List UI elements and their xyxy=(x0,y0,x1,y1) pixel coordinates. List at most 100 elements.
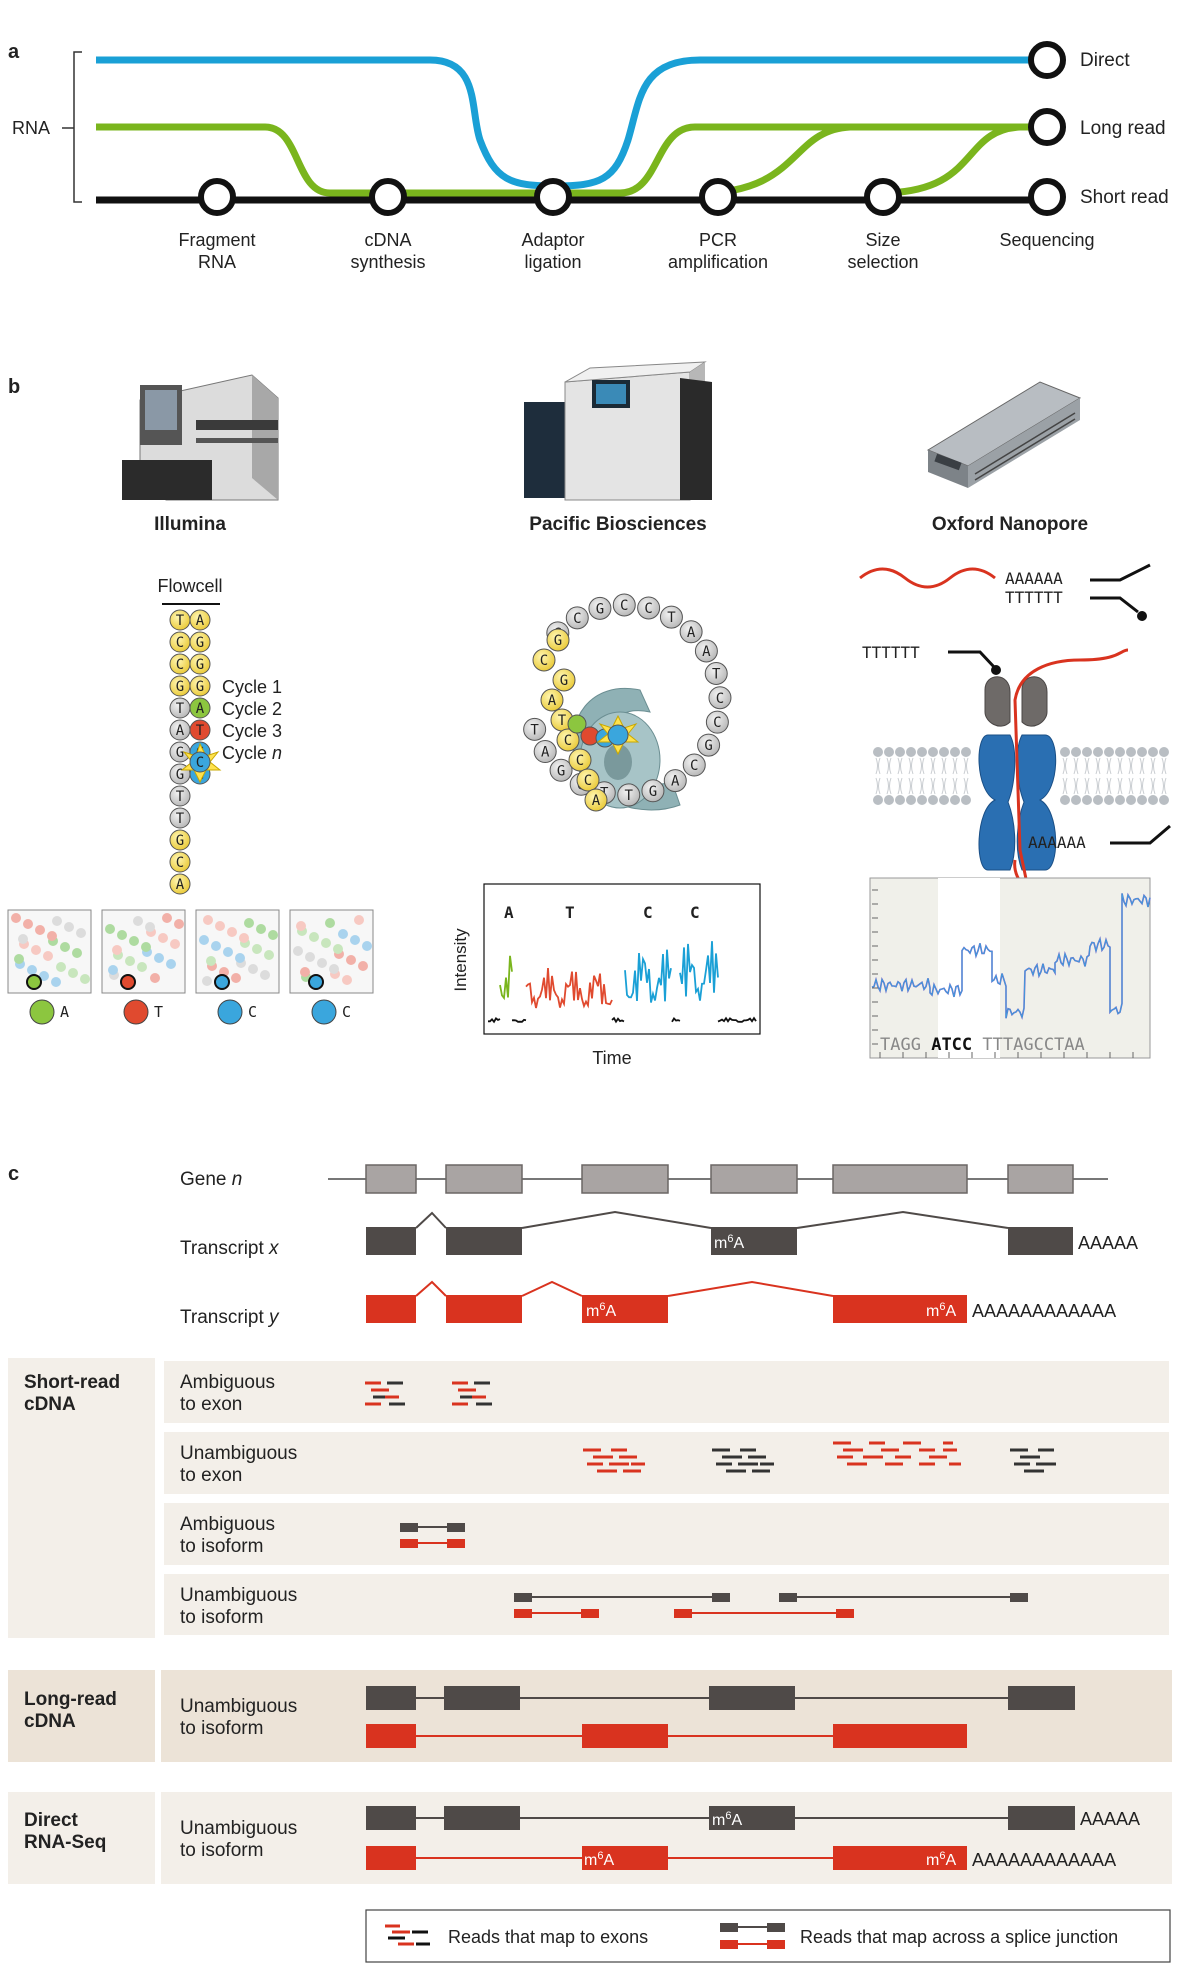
cluster-dot xyxy=(112,945,122,955)
pacbio-letter-t: T xyxy=(565,903,575,922)
lipid-tail xyxy=(941,757,947,795)
ring-inner-base-label: C xyxy=(540,653,548,669)
lipid-tail xyxy=(875,757,881,795)
ring-base-label: A xyxy=(671,774,680,790)
node-long-read xyxy=(1028,108,1066,146)
gene-label: Gene n xyxy=(180,1169,242,1190)
pacbio-ring: GCGCCTAATCCGCAGTTGGATGCGATCCCA xyxy=(523,593,732,812)
strand-base-right xyxy=(189,697,211,719)
lipid-head xyxy=(1071,795,1081,805)
row-direct-unamb-2: to isoform xyxy=(180,1840,263,1861)
lipid-tail xyxy=(1150,757,1156,795)
node-cdna xyxy=(369,178,407,216)
ring-base xyxy=(565,606,589,630)
lipid-tail xyxy=(1128,757,1134,795)
cluster-dot xyxy=(293,946,303,956)
step-5-line-2: selection xyxy=(847,252,918,272)
ring-inner-base xyxy=(568,748,592,772)
direct-x-m6a: m6A xyxy=(712,1810,742,1829)
cluster-dot xyxy=(47,931,57,941)
illumina-machine-icon xyxy=(122,374,279,501)
short-read-l1: Short-read xyxy=(24,1372,120,1393)
tx-y-exon-4 xyxy=(833,1295,967,1323)
strand-base-left xyxy=(169,873,191,895)
cluster-dot xyxy=(145,922,155,932)
lipid-head xyxy=(1093,747,1103,757)
long-read-track xyxy=(96,123,1045,197)
lipid-head xyxy=(1159,795,1169,805)
highlight-cluster xyxy=(214,974,230,990)
lipid-head xyxy=(1159,747,1169,757)
output-short-read: Short read xyxy=(1080,187,1169,208)
pore-adaptor-dot xyxy=(991,665,1001,675)
cluster-dot xyxy=(199,935,209,945)
strand-base-left xyxy=(169,829,191,851)
short-read-rows-bg xyxy=(158,1355,1175,1641)
ring-base-label: T xyxy=(530,722,539,738)
highlight-cluster xyxy=(120,974,136,990)
node-direct xyxy=(1028,41,1066,79)
step-5-line-1: Size xyxy=(865,230,900,250)
intensity-segment xyxy=(525,967,613,1009)
pacbio-current-base xyxy=(607,724,629,746)
current-trace-overlay xyxy=(871,893,1151,1019)
cluster-dot xyxy=(362,941,372,951)
cluster-dot xyxy=(51,977,61,987)
cluster-dot xyxy=(11,913,21,923)
strand-base-left xyxy=(169,851,191,873)
cluster-dot xyxy=(296,921,306,931)
direct-l2: RNA-Seq xyxy=(24,1832,106,1853)
gene-var: n xyxy=(232,1169,243,1190)
current-chart-highlight xyxy=(938,878,1000,1058)
pacbio-letter-c2: C xyxy=(690,903,700,922)
cluster-dot xyxy=(105,924,115,934)
intensity-segment xyxy=(671,1017,681,1023)
transcript-y-var: y xyxy=(267,1307,280,1328)
ring-inner-base-label: A xyxy=(548,693,557,709)
step-1-line-2: RNA xyxy=(198,252,236,272)
long-read-l2: cDNA xyxy=(24,1711,76,1732)
ring-inner-base-label: A xyxy=(592,793,601,809)
transcript-y-exons xyxy=(366,1295,967,1323)
gene-exon-1 xyxy=(365,1164,417,1194)
long-read-l1: Long-read xyxy=(24,1689,117,1710)
ring-base-label: G xyxy=(557,763,565,779)
tx-x-exon-4 xyxy=(1008,1227,1073,1255)
lipid-head xyxy=(939,747,949,757)
ring-base xyxy=(705,710,729,734)
strand-base-left-label: G xyxy=(176,745,184,761)
lipid-head xyxy=(884,747,894,757)
lipid-head xyxy=(1126,795,1136,805)
row-direct-unamb-1: Unambiguous xyxy=(180,1818,297,1839)
cycle-labels: Cycle 1 Cycle 2 Cycle 3 Cycle n xyxy=(222,677,282,763)
nanopore-current-chart: TAGG ATCC TTTAGCCTAA xyxy=(869,877,1151,1059)
lipid-tail xyxy=(1117,757,1123,795)
ring-base xyxy=(641,779,665,803)
tile-base-dot xyxy=(29,999,55,1025)
nanopore-axis-ticks xyxy=(872,889,1134,1058)
lipid-head xyxy=(1093,795,1103,805)
direct-y-m6a-2: m6A xyxy=(926,1850,956,1869)
panel-c: c Gene n Transcript x xyxy=(8,1163,1175,1963)
output-direct: Direct xyxy=(1080,50,1130,71)
step-3-line-1: Adaptor xyxy=(521,230,584,250)
tx-y-exon-2 xyxy=(446,1295,522,1323)
strand-base-left-label: G xyxy=(176,767,184,783)
node-size xyxy=(864,178,902,216)
ring-base xyxy=(588,596,612,620)
motor-protein xyxy=(984,676,1048,727)
transcript-x-exons xyxy=(366,1227,1073,1255)
tx-x-exon-1 xyxy=(366,1227,416,1255)
track-nodes xyxy=(198,41,1066,216)
ring-base-label: C xyxy=(690,758,698,774)
row-amb-iso-1: Ambiguous xyxy=(180,1514,275,1535)
ring-base xyxy=(549,758,573,782)
ring-inner-base-label: G xyxy=(560,673,568,689)
lipid-head xyxy=(1060,747,1070,757)
gene-exons xyxy=(365,1164,1074,1194)
